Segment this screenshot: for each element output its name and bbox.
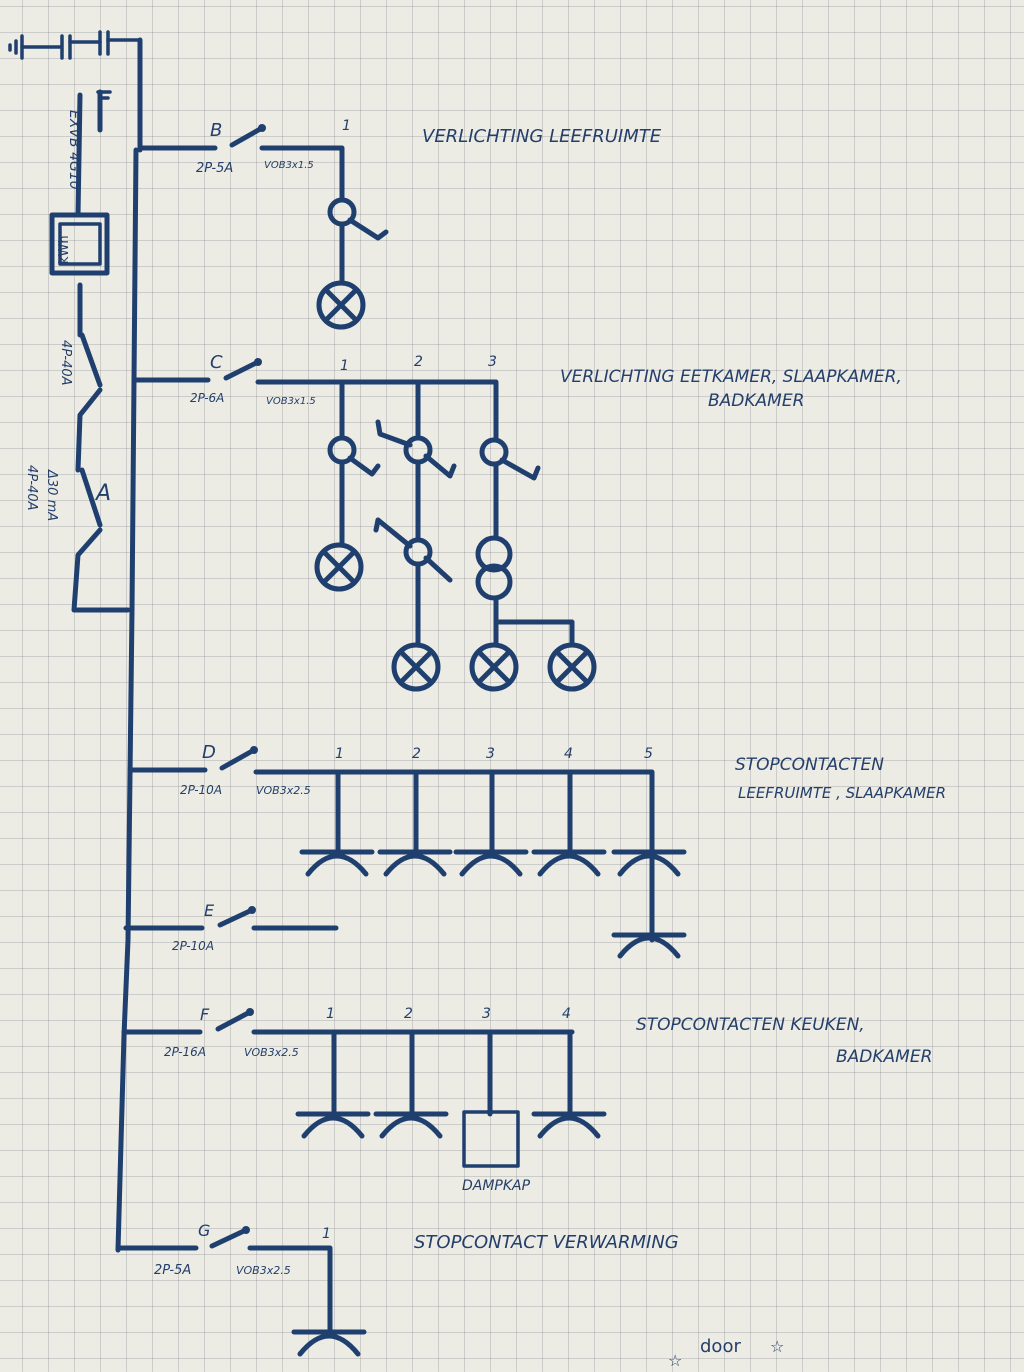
group-f-circuit-2: 2	[404, 1006, 413, 1022]
group-d-name: D	[202, 742, 216, 763]
footer-text: door	[700, 1336, 741, 1357]
group-f: F 2P-16A VOB3x2.5 1 2 3 4 STOPCONTACTEN …	[121, 1005, 932, 1194]
group-c-breaker: 2P-6A	[190, 391, 224, 405]
group-f-breaker: 2P-16A	[164, 1045, 206, 1059]
dampkap-label: DAMPKAP	[462, 1178, 531, 1194]
group-f-description-2: BADKAMER	[836, 1047, 932, 1067]
lamp-symbol	[316, 280, 366, 330]
star-icon: ☆	[770, 1337, 784, 1356]
group-f-circuit-3: 3	[482, 1006, 491, 1022]
group-b-name: B	[210, 120, 222, 141]
group-c-cable: VOB3x1.5	[266, 396, 316, 407]
group-e: E 2P-10A	[123, 901, 339, 953]
main-switch-rating: 4P-40A	[58, 340, 73, 386]
main-bus	[115, 37, 143, 1253]
group-c-circuit-2: 2	[414, 354, 423, 370]
group-b-circuit-1: 1	[342, 118, 351, 134]
group-f-cable: VOB3x2.5	[244, 1046, 299, 1059]
group-g-circuit-1: 1	[322, 1226, 331, 1242]
rcd-rating: 4P-40A	[24, 465, 39, 511]
switch-symbol	[327, 197, 389, 241]
group-d-description-1: STOPCONTACTEN	[735, 755, 884, 775]
incoming-feed: kWh EXVB 4G10 4P-40A A Δ30 mA 4P-40A	[24, 89, 131, 613]
group-f-circuit-1: 1	[326, 1006, 335, 1022]
group-f-name: F	[200, 1005, 210, 1024]
group-b-description: VERLICHTING LEEFRUIMTE	[422, 126, 662, 147]
dampkap-box	[462, 1110, 520, 1168]
group-b: B 2P-5A VOB3x1.5 1 VERLICHTING LEEFRUIMT…	[137, 118, 662, 330]
group-g-breaker: 2P-5A	[154, 1263, 191, 1278]
group-c-circuit-1: 1	[340, 358, 349, 374]
group-b-breaker: 2P-5A	[196, 161, 233, 176]
rcd-name: A	[94, 481, 111, 506]
kwh-meter	[49, 212, 110, 276]
group-d-circuit-2: 2	[412, 746, 421, 762]
socket-symbol-g	[291, 1329, 367, 1357]
transformer-symbol	[475, 535, 513, 601]
supply-cable-label: EXVB 4G10	[66, 110, 82, 190]
group-g-name: G	[198, 1221, 210, 1240]
group-g: G 2P-5A VOB3x2.5 1 STOPCONTACT VERWARMIN…	[115, 1221, 679, 1357]
group-d-breaker: 2P-10A	[180, 783, 222, 797]
star-icon: ☆	[668, 1351, 682, 1370]
group-b-cable: VOB3x1.5	[264, 160, 314, 171]
group-d-circuit-3: 3	[486, 746, 495, 762]
group-e-name: E	[204, 901, 215, 920]
group-d-circuit-1: 1	[335, 746, 344, 762]
group-c: C 2P-6A VOB3x1.5 1 2 3 VERLICHTING EETKA…	[133, 352, 902, 692]
socket-symbols	[299, 849, 687, 959]
group-c-circuit-3: 3	[488, 354, 497, 370]
group-d-cable: VOB3x2.5	[256, 784, 311, 797]
earth-symbol	[8, 30, 142, 100]
group-c-description-1: VERLICHTING EETKAMER, SLAAPKAMER,	[560, 367, 902, 387]
group-d-circuit-4: 4	[564, 746, 573, 762]
group-c-description-2: BADKAMER	[708, 391, 804, 411]
kwh-meter-label: kWh	[57, 235, 72, 264]
group-f-description-1: STOPCONTACTEN KEUKEN,	[636, 1015, 865, 1035]
group-d-description-2: LEEFRUIMTE , SLAAPKAMER	[738, 784, 946, 802]
group-e-breaker: 2P-10A	[172, 939, 214, 953]
group-d-circuit-5: 5	[644, 746, 653, 762]
socket-symbols-f	[295, 1111, 607, 1139]
group-g-description: STOPCONTACT VERWARMING	[414, 1232, 679, 1253]
group-g-cable: VOB3x2.5	[236, 1264, 291, 1277]
group-c-name: C	[210, 352, 223, 373]
group-f-circuit-4: 4	[562, 1006, 571, 1022]
group-d: D 2P-10A VOB3x2.5 1 2 3 4 5 STOPCONTACTE…	[127, 742, 946, 959]
rcd-sensitivity: Δ30 mA	[44, 469, 59, 521]
